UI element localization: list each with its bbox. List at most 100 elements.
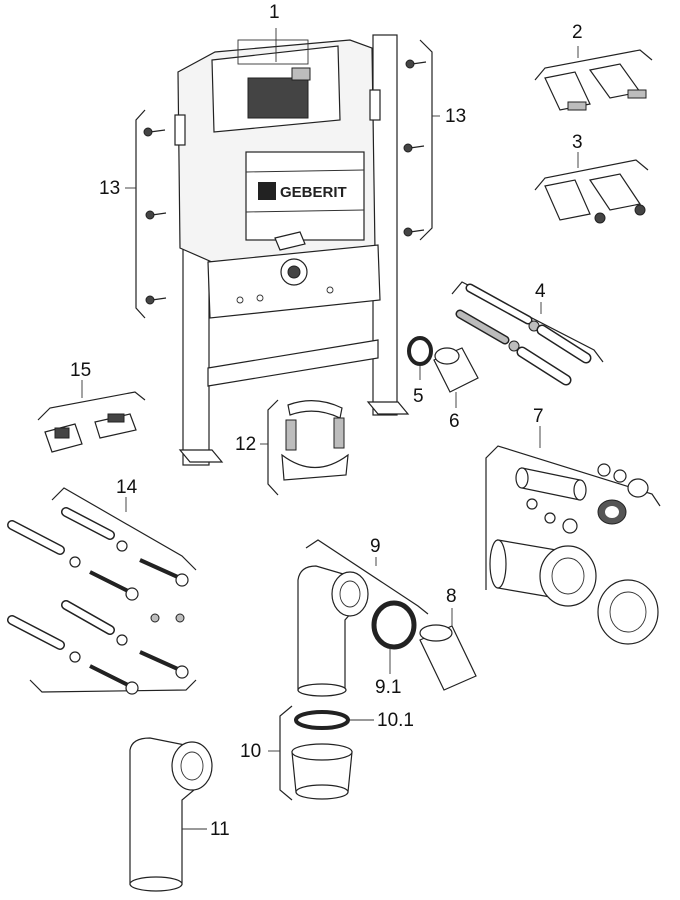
flush-valve (247, 77, 309, 119)
callout-9: 9 (370, 536, 381, 557)
side-bracket-right (369, 89, 381, 121)
connector-6-mouth (434, 347, 460, 365)
connection-set-7 (485, 445, 661, 645)
cap-7b (613, 469, 627, 483)
screw-4 (139, 650, 181, 672)
bracket-13-right (419, 39, 433, 241)
seal-ring-9-1 (371, 600, 417, 650)
wall-bracket-3b-washer (634, 204, 646, 216)
callout-2: 2 (572, 22, 583, 43)
wall-bracket-3a-washer (594, 212, 606, 224)
seal-ring-5 (407, 336, 433, 366)
threaded-rods-4 (451, 281, 604, 386)
cap-7a (597, 463, 611, 477)
screw-2 (139, 558, 181, 580)
clamp-arm-right (333, 417, 345, 449)
wall-bracket-2b-nut (627, 89, 647, 99)
leader-lines (81, 28, 579, 830)
wall-brackets-2 (534, 49, 653, 111)
bolt-left-2 (145, 210, 167, 220)
bolt-left-1 (143, 127, 166, 137)
bend-9-socket (331, 571, 369, 617)
callout-14: 14 (116, 477, 138, 498)
bend-9 (297, 539, 429, 697)
wall-bracket-3b (589, 173, 641, 211)
callout-4: 4 (535, 281, 546, 302)
callout-5: 5 (413, 386, 424, 407)
bracket-15 (37, 391, 146, 421)
bracket-14-bottom (29, 679, 197, 693)
clamp-lower (281, 453, 349, 481)
callout-15: 15 (70, 360, 92, 381)
seal-5 (407, 336, 433, 366)
callout-13-left: 13 (99, 178, 121, 199)
release-tab (274, 231, 306, 251)
frame-foot-left (178, 449, 224, 463)
rosette-7 (597, 579, 659, 645)
screw-3 (89, 664, 131, 688)
clips-15 (37, 391, 146, 453)
frame-bolts (135, 39, 433, 319)
wall-bracket-2a-nut (567, 101, 587, 111)
mount-hole-c (326, 286, 334, 294)
bracket-3 (534, 159, 649, 191)
pipe-7-flange (539, 545, 597, 607)
callout-3: 3 (572, 132, 583, 153)
seal-ring-10-1 (294, 710, 350, 730)
fill-valve (291, 67, 311, 81)
bend-11-socket (171, 741, 213, 791)
bend-11 (129, 737, 213, 892)
holding-clamp-12 (267, 399, 349, 496)
pipe-7-short (521, 467, 581, 501)
callout-9-1: 9.1 (375, 677, 402, 698)
bolt-right-2 (403, 143, 425, 153)
callout-8: 8 (446, 586, 457, 607)
mount-hole-a (236, 296, 244, 304)
washer-7a (526, 498, 538, 510)
wall-bracket-2a (544, 71, 591, 111)
washer-4 (116, 634, 128, 646)
side-bracket-left (174, 114, 186, 146)
adapter-10-top (291, 743, 353, 761)
bracket-9 (305, 539, 429, 615)
bracket-12 (267, 399, 279, 496)
callout-1: 1 (269, 2, 280, 23)
bracket-7 (485, 445, 661, 590)
bolt-left-3 (145, 295, 167, 305)
washer-3 (69, 651, 81, 663)
coupler-8-mouth (419, 624, 453, 642)
bolt-right-3 (403, 227, 425, 237)
bracket-2 (534, 49, 653, 81)
clamp-upper (287, 400, 343, 419)
bolt-right-1 (405, 59, 427, 69)
adapter-10 (279, 705, 353, 801)
nut-1 (150, 613, 160, 623)
frame-foot-right (366, 401, 410, 415)
rod-nut-b (508, 340, 520, 352)
bracket-13-left (135, 109, 146, 319)
callout-13-right: 13 (445, 106, 467, 127)
washer-7b (544, 512, 556, 524)
panel-line-bottom (245, 209, 365, 213)
mount-hole-b (256, 294, 264, 302)
washer-1 (69, 556, 81, 568)
installation-frame: GEBERIT (174, 34, 410, 466)
clip-15b-top (107, 413, 125, 423)
clip-15a-top (54, 427, 70, 439)
panel-line-top (245, 169, 365, 173)
callout-12: 12 (235, 434, 257, 455)
plug-7 (627, 478, 649, 498)
callout-11: 11 (210, 819, 230, 840)
washer-2 (116, 540, 128, 552)
washer-7c (562, 518, 578, 534)
callout-10-1: 10.1 (377, 710, 414, 731)
coupler-8 (419, 624, 477, 691)
bracket-14-top (51, 487, 197, 571)
wall-bracket-3a (544, 179, 591, 221)
geberit-logo-mark (258, 182, 276, 200)
nut-2 (175, 613, 185, 623)
callout-10: 10 (240, 741, 262, 762)
screw-1 (89, 570, 131, 594)
